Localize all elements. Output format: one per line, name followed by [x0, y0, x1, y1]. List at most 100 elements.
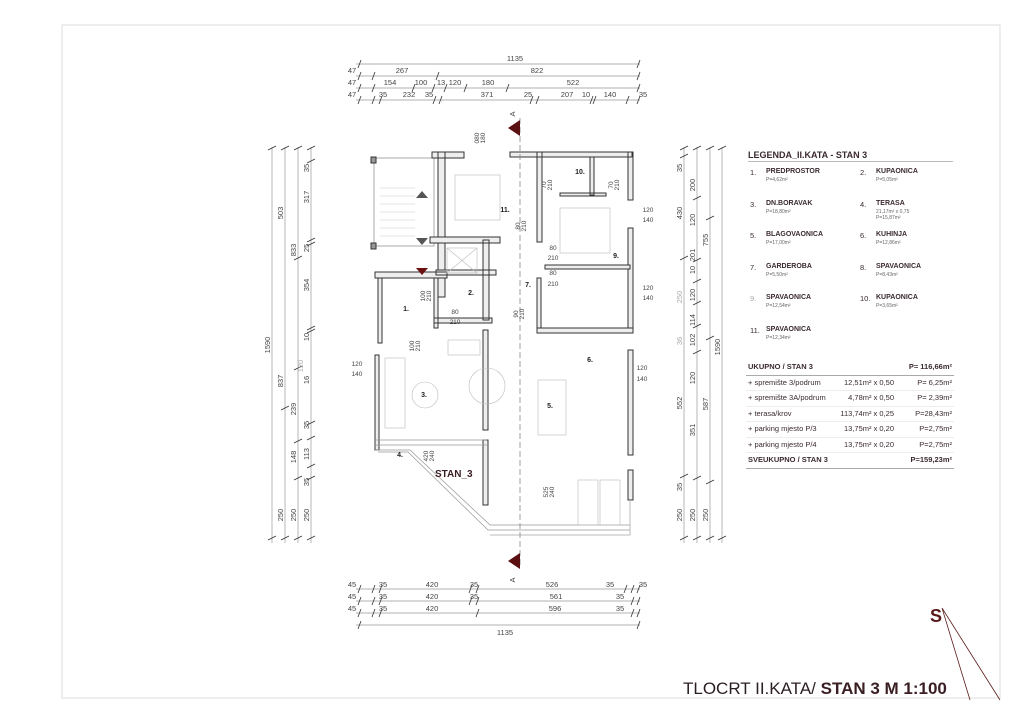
dimension-label-right: 35 — [675, 164, 684, 172]
dimension-label-bottom: 420 — [426, 592, 439, 601]
dimension-label-right: 201 — [688, 249, 697, 262]
opening-dimension: 120 — [643, 285, 654, 292]
dimension-label-top: 100 — [415, 78, 428, 87]
opening-dimension: 80 — [549, 245, 557, 252]
dimension-label-right: 250 — [688, 509, 697, 522]
legend-item-area: P=12,86m² — [876, 240, 901, 246]
opening-dimension: 210 — [450, 319, 461, 326]
room-number: 7. — [525, 282, 531, 289]
dimension-label-right: 755 — [701, 234, 710, 247]
section-markers — [416, 120, 520, 569]
dimension-label-left: 239 — [289, 403, 298, 416]
dimension-label-top: 371 — [481, 90, 494, 99]
dimension-label-bottom: 45 — [348, 592, 356, 601]
dimension-label-top: 822 — [531, 66, 544, 75]
dimension-label-right: 200 — [688, 179, 697, 192]
room-number: 1. — [403, 306, 409, 313]
opening-dimension: 140 — [352, 371, 363, 378]
dimension-label-top: 10 — [582, 90, 590, 99]
legend-item-name: PREDPROSTOR — [766, 168, 820, 175]
dimension-label-bottom: 420 — [426, 604, 439, 613]
summary-grand-value: P=159,23m² — [910, 455, 953, 464]
legend-item-area: P=12,34m² — [766, 335, 791, 341]
summary-grand-total: SVEUKUPNO / STAN 3 P=159,23m² — [746, 453, 954, 469]
dimension-label-bottom: 35 — [616, 592, 624, 601]
legend-item-area-value: P=4,62m² — [766, 177, 788, 183]
north-arrow — [941, 607, 1001, 701]
dimension-label-top: 180 — [482, 78, 495, 87]
dimension-label-right: 250 — [675, 291, 684, 304]
legend-item-area-value: P=8,43m² — [876, 272, 898, 278]
dimension-label-right: 1590 — [713, 339, 722, 356]
dimension-label-right: 102 — [688, 334, 697, 347]
dimension-label-right: 120 — [688, 289, 697, 302]
dimension-label-bottom: 45 — [348, 580, 356, 589]
dimension-label-top: 154 — [384, 78, 397, 87]
dimension-label-top: 13 — [437, 78, 445, 87]
room-number: 3. — [421, 392, 427, 399]
legend-item-area: P=5,50m² — [766, 272, 788, 278]
dimension-label-left: 35 — [302, 421, 311, 429]
room-number: 4. — [397, 452, 403, 459]
dimension-label-left: 25 — [302, 244, 311, 252]
dimension-label-left: 837 — [276, 375, 285, 388]
legend-item-number: 2. — [860, 168, 867, 177]
dimension-label-bottom: 35 — [470, 580, 478, 589]
legend-item-number: 9. — [750, 294, 757, 303]
legend-item-area-value: P=3,65m² — [876, 303, 898, 309]
legend-item-name: KUPAONICA — [876, 168, 918, 175]
legend-item-number: 6. — [860, 231, 867, 240]
summary-total-value: P= 116,66m² — [908, 362, 952, 371]
opening-dimension: 210 — [519, 308, 526, 319]
legend-item-area-value: P=12,54m² — [766, 303, 791, 309]
legend-item-area-value: P=5,50m² — [766, 272, 788, 278]
opening-dimension: 80 — [549, 270, 557, 277]
dimension-label-left: 833 — [289, 244, 298, 257]
drawing-title-bold: STAN 3 M 1:100 — [820, 679, 947, 698]
opening-dimension: 140 — [637, 376, 648, 383]
summary-row-value: P=2,75m² — [919, 439, 952, 449]
dimension-label-top: 1135 — [507, 54, 523, 63]
opening-dimension: 240 — [429, 450, 436, 461]
opening-dimension: 80 — [515, 222, 522, 230]
room-number: 6. — [587, 357, 593, 364]
dimension-label-left: 35 — [302, 164, 311, 172]
dimension-label-left: 35 — [302, 478, 311, 486]
section-label-bottom: A — [508, 577, 517, 582]
dimension-label-bottom: 561 — [550, 592, 563, 601]
dimension-label-right: 114 — [688, 314, 697, 326]
legend-item-name: BLAGOVAONICA — [766, 231, 824, 238]
dimension-label-left: 503 — [276, 207, 285, 220]
legend-item-area-value: P=5,05m² — [876, 177, 898, 183]
legend-title: LEGENDA_II.KATA - STAN 3 — [748, 150, 953, 162]
opening-dimension: 525 — [543, 486, 550, 497]
room-number: 11. — [500, 207, 509, 214]
section-marker-bottom — [508, 553, 520, 569]
dimension-label-right: 351 — [688, 424, 697, 437]
dimension-label-left: 354 — [302, 279, 311, 292]
legend-item-name: SPAVAONICA — [876, 263, 922, 270]
dimension-label-bottom: 35 — [379, 580, 387, 589]
dimension-label-top: 522 — [567, 78, 580, 87]
dimension-label-bottom: 45 — [348, 604, 356, 613]
dimension-label-bottom: 35 — [379, 604, 387, 613]
opening-dimension: 120 — [637, 365, 648, 372]
north-label: S — [930, 606, 943, 626]
legend-item-area-value: 21,17m² x 0,75 — [876, 209, 910, 215]
dimension-label-top: 47 — [348, 66, 356, 75]
dimension-label-bottom: 35 — [616, 604, 624, 613]
opening-dimension: 120 — [643, 207, 654, 214]
dimension-label-left: 120 — [296, 360, 305, 373]
dimension-label-right: 587 — [701, 398, 710, 411]
legend-item-area: P=17,00m² — [766, 240, 791, 246]
legend-item-name: KUPAONICA — [876, 294, 918, 301]
opening-dimension: 140 — [643, 295, 654, 302]
opening-dimension: 240 — [549, 486, 556, 497]
dimension-label-top: 35 — [639, 90, 647, 99]
